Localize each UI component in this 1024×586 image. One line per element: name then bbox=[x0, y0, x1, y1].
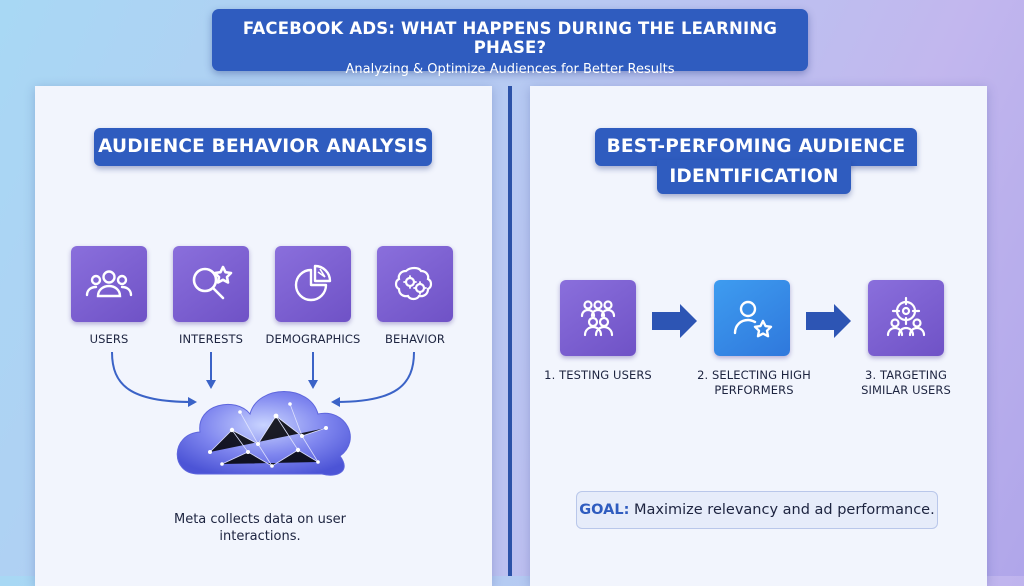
behavior-label: BEHAVIOR bbox=[384, 332, 446, 346]
users-label: USERS bbox=[89, 332, 129, 346]
pie-chart-icon bbox=[275, 246, 351, 322]
data-cloud-icon bbox=[176, 391, 351, 476]
cloud-caption: Meta collects data on user interactions. bbox=[174, 512, 346, 544]
page-title: FACEBOOK ADS: WHAT HAPPENS DURING THE LE… bbox=[242, 19, 778, 57]
users-to-cloud-arrow bbox=[111, 351, 193, 403]
users-group-icon bbox=[71, 246, 147, 322]
users-crowd-icon bbox=[560, 280, 636, 356]
audience-analysis-heading: AUDIENCE BEHAVIOR ANALYSIS bbox=[94, 128, 432, 166]
magnify-star-icon bbox=[173, 246, 249, 322]
behavior-to-cloud-arrow bbox=[335, 351, 415, 403]
user-star-icon bbox=[714, 280, 790, 356]
step1-label: 1. TESTING USERS bbox=[544, 368, 652, 382]
demographics-label: DEMOGRAPHICS bbox=[265, 332, 361, 346]
goal-box: GOAL: Maximize relevancy and ad performa… bbox=[576, 491, 938, 529]
left-panel bbox=[35, 86, 492, 586]
step-arrows bbox=[652, 304, 851, 338]
best-audience-heading-line1: BEST-PERFOMING AUDIENCE bbox=[595, 128, 917, 166]
step1-to-step2-arrow bbox=[652, 304, 697, 338]
title-banner: FACEBOOK ADS: WHAT HAPPENS DURING THE LE… bbox=[212, 9, 808, 77]
goal-text: Maximize relevancy and ad performance. bbox=[634, 502, 935, 518]
interests-label: INTERESTS bbox=[178, 332, 244, 346]
step2-label: 2. SELECTING HIGH PERFORMERS bbox=[697, 368, 811, 397]
target-users-icon bbox=[868, 280, 944, 356]
flow-arrows bbox=[111, 351, 415, 403]
goal-key: GOAL: bbox=[579, 502, 630, 518]
page-subtitle: Analyzing & Optimize Audiences for Bette… bbox=[345, 62, 675, 77]
step2-to-step3-arrow bbox=[806, 304, 851, 338]
panel-divider bbox=[508, 86, 512, 576]
brain-gears-icon bbox=[377, 246, 453, 322]
step3-label: 3. TARGETING SIMILAR USERS bbox=[861, 368, 951, 397]
best-audience-heading-line2: IDENTIFICATION bbox=[657, 160, 851, 194]
